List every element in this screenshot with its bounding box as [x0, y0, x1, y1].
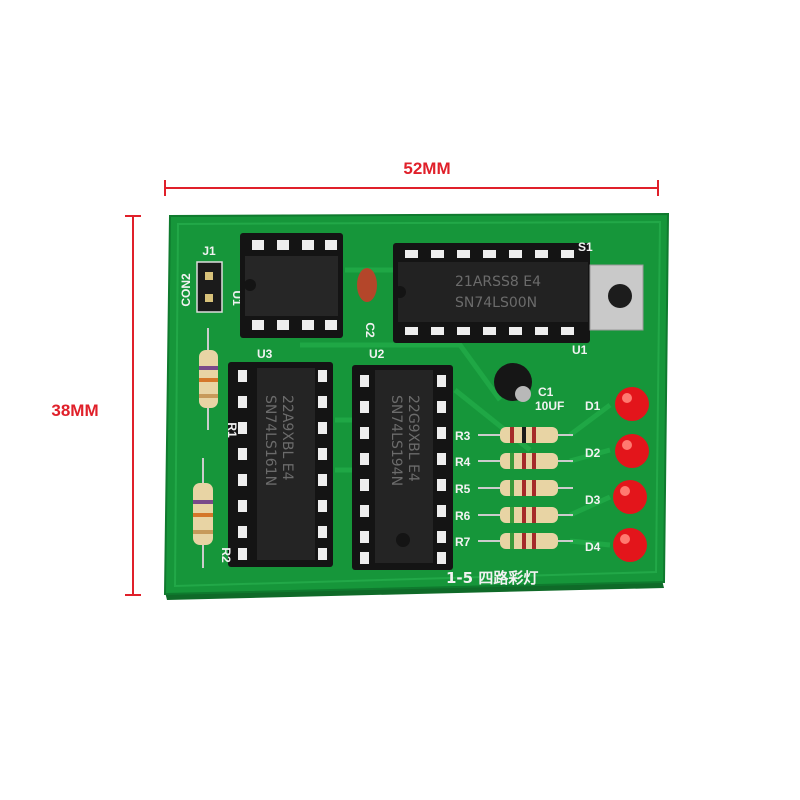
u1-chip-code: 21ARSS8 E4: [455, 274, 541, 290]
d1-label: D1: [585, 399, 601, 413]
u2-chip-part: SN74LS194N: [388, 395, 404, 486]
board-title: 1-5 四路彩灯: [446, 569, 538, 587]
r2-label: R2: [219, 547, 233, 563]
width-dimension: 52MM: [164, 159, 659, 196]
height-label: 38MM: [51, 401, 98, 420]
capacitor-c2: C2: [357, 268, 377, 338]
r5-label: R5: [455, 482, 471, 496]
push-button-s1: S1: [578, 240, 644, 331]
r4-label: R4: [455, 455, 471, 469]
j1-label: J1: [202, 244, 216, 258]
resistor-r2: R2: [193, 458, 233, 568]
c1-label: C1: [538, 385, 554, 399]
u3-chip-code: 22A9XBL E4: [279, 395, 295, 481]
ic-u2: 22G9XBL E4 SN74LS194N U2: [352, 347, 453, 570]
led-d4: D4: [585, 528, 647, 562]
c1-value: 10UF: [535, 399, 564, 413]
s1-label: S1: [578, 240, 593, 254]
u2-label: U2: [369, 347, 385, 361]
led-d3: D3: [585, 480, 647, 514]
u3-chip-part: SN74LS161N: [262, 395, 278, 486]
ic-u3: 22A9XBL E4 SN74LS161N U3: [228, 347, 333, 567]
resistor-r3: R3: [455, 427, 573, 443]
d4-label: D4: [585, 540, 601, 554]
d2-label: D2: [585, 446, 601, 460]
r1-label: R1: [225, 422, 239, 438]
u3-label: U3: [257, 347, 273, 361]
con2-label: CON2: [179, 273, 193, 307]
u1-label: U1: [572, 343, 588, 357]
resistor-r1: R1: [199, 328, 239, 438]
u1-pins: [405, 250, 574, 335]
u1-chip-part: SN74LS00N: [455, 295, 537, 311]
r7-label: R7: [455, 535, 471, 549]
ic-u1: 21ARSS8 E4 SN74LS00N U1: [393, 243, 590, 357]
width-label: 52MM: [403, 159, 450, 178]
r3-label: R3: [455, 429, 471, 443]
u2-chip-code: 22G9XBL E4: [405, 395, 421, 482]
resistor-r4: R4: [455, 453, 573, 469]
ic-8pin: [240, 233, 343, 338]
led-d2: D2: [585, 434, 649, 468]
led-d1: D1: [585, 387, 649, 421]
resistor-r5: R5: [455, 480, 573, 496]
resistor-r7: R7: [455, 533, 573, 549]
r6-label: R6: [455, 509, 471, 523]
capacitor-c1: C1 10UF: [494, 363, 564, 413]
d3-label: D3: [585, 493, 601, 507]
height-dimension: 38MM: [51, 215, 141, 596]
c2-label: C2: [363, 322, 377, 338]
resistor-r6: R6: [455, 507, 573, 523]
